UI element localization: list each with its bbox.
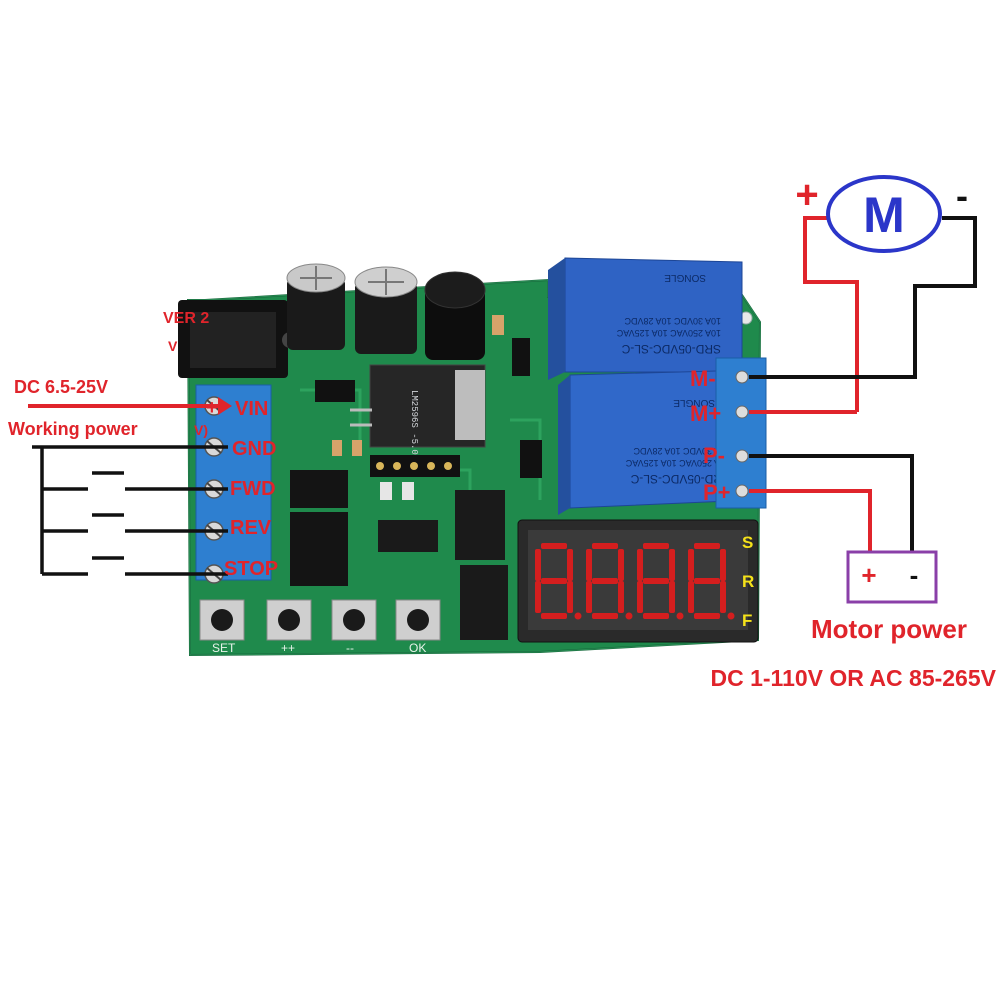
relay-2-rating-1: 10A 250VAC 10A 125VAC xyxy=(625,458,730,468)
display-segment xyxy=(592,613,618,619)
display-segment xyxy=(694,613,720,619)
button-label-set: SET xyxy=(212,641,236,655)
working-power-voltage-label: DC 6.5-25V xyxy=(14,377,108,397)
power2-label-fragment: VER 2 xyxy=(163,310,209,327)
motor-power-title: Motor power xyxy=(811,614,967,644)
electrolytic-capacitors xyxy=(286,263,486,360)
display-segment xyxy=(592,543,618,549)
display-segment xyxy=(643,578,669,584)
display-segment xyxy=(669,549,675,581)
display-decimal-point xyxy=(625,612,633,620)
terminal-label-gnd: GND xyxy=(232,438,276,460)
terminal-label-m-minus: M- xyxy=(690,366,716,391)
optocouplers xyxy=(290,470,348,586)
motor-symbol: M + - xyxy=(795,173,968,253)
indicator-s: S xyxy=(742,533,753,552)
left-terminal-block xyxy=(195,384,272,584)
motor-power-wiring xyxy=(749,454,914,552)
display-segment xyxy=(720,581,726,613)
motor-power-plus: + xyxy=(861,560,876,590)
terminal-label-fwd: FWD xyxy=(230,478,276,500)
display-segment xyxy=(637,549,643,581)
display-segment xyxy=(586,581,592,613)
motor-minus-sign: - xyxy=(956,175,968,216)
smd-components xyxy=(315,315,542,500)
display-segment xyxy=(618,581,624,613)
display-segment xyxy=(586,549,592,581)
button-ok[interactable] xyxy=(395,599,441,641)
display-segment xyxy=(688,549,694,581)
terminal-label-m-plus: M+ xyxy=(690,401,721,426)
display-segment xyxy=(643,543,669,549)
relay-1: SRD-05VDC-SL-C 10A 250VAC 10A 125VAC 10A… xyxy=(548,257,743,380)
display-segment xyxy=(669,581,675,613)
right-screw-markers xyxy=(735,370,749,498)
tactile-buttons: SET ++ -- OK xyxy=(199,599,441,655)
ic-chips xyxy=(378,490,508,640)
display-segment xyxy=(535,581,541,613)
button-plus[interactable] xyxy=(266,599,312,641)
working-power-label: Working power xyxy=(8,419,138,439)
regulator-text: LM2596S -5.0 xyxy=(409,390,419,455)
display-segment xyxy=(592,578,618,584)
display-segment xyxy=(567,581,573,613)
display-segment xyxy=(541,578,567,584)
motor-wiring xyxy=(749,216,977,414)
display-segment xyxy=(643,613,669,619)
terminal-label-p-plus: P+ xyxy=(703,480,731,505)
button-label-plus: ++ xyxy=(281,641,295,655)
display-segment xyxy=(694,543,720,549)
motor-power-spec: DC 1-110V OR AC 85-265V xyxy=(710,665,996,691)
indicator-r: R xyxy=(742,572,754,591)
button-label-ok: OK xyxy=(409,641,426,655)
display-decimal-point xyxy=(727,612,735,620)
terminal-label-vin: VIN xyxy=(235,398,268,420)
indicator-f: F xyxy=(742,611,752,630)
relay-1-rating-1: 10A 250VAC 10A 125VAC xyxy=(616,328,721,338)
relay-1-brand: SONGLE xyxy=(664,272,706,283)
terminal-label-stop: STOP xyxy=(224,558,278,580)
relay-2-model: SRD-05VDC-SL-C xyxy=(630,472,730,486)
motor-power-minus: - xyxy=(910,560,919,590)
terminal-label-p-minus: P- xyxy=(703,443,725,468)
relay-1-rating-2: 10A 30VDC 10A 28VDC xyxy=(624,316,721,326)
gnd-fragment: V) xyxy=(194,422,208,438)
display-segment xyxy=(720,549,726,581)
working-power-arrow xyxy=(28,397,232,415)
voltage-regulator: LM2596S -5.0 xyxy=(350,364,486,455)
relay-2-rating-2: 10A 30VDC 10A 28VDC xyxy=(633,446,730,456)
display-segment xyxy=(535,549,541,581)
display-segment xyxy=(567,549,573,581)
relay-1-model: SRD-05VDC-SL-C xyxy=(621,342,721,356)
display-segment xyxy=(618,549,624,581)
motor-plus-sign: + xyxy=(795,173,818,217)
display-segment xyxy=(694,578,720,584)
display-segment xyxy=(688,581,694,613)
terminal-label-rev: REV xyxy=(230,517,272,539)
button-set[interactable] xyxy=(199,599,245,641)
vin-plus-mark: + xyxy=(206,397,218,419)
button-label-minus: -- xyxy=(346,641,354,655)
input-switch-wiring xyxy=(32,445,228,576)
display-segment xyxy=(541,543,567,549)
display-segment xyxy=(637,581,643,613)
button-minus[interactable] xyxy=(331,599,377,641)
display-decimal-point xyxy=(676,612,684,620)
display-decimal-point xyxy=(574,612,582,620)
relay-2-brand: SONGLE xyxy=(673,397,715,408)
motor-letter: M xyxy=(863,187,905,243)
motor-power-source-box: + - xyxy=(846,550,938,604)
seven-segment-display: S R F xyxy=(517,519,759,643)
power2-label-fragment-2: V xyxy=(168,338,178,354)
display-segment xyxy=(541,613,567,619)
relay-2: SRD-05VDC-SL-C 10A 250VAC 10A 125VAC 10A… xyxy=(558,369,753,515)
